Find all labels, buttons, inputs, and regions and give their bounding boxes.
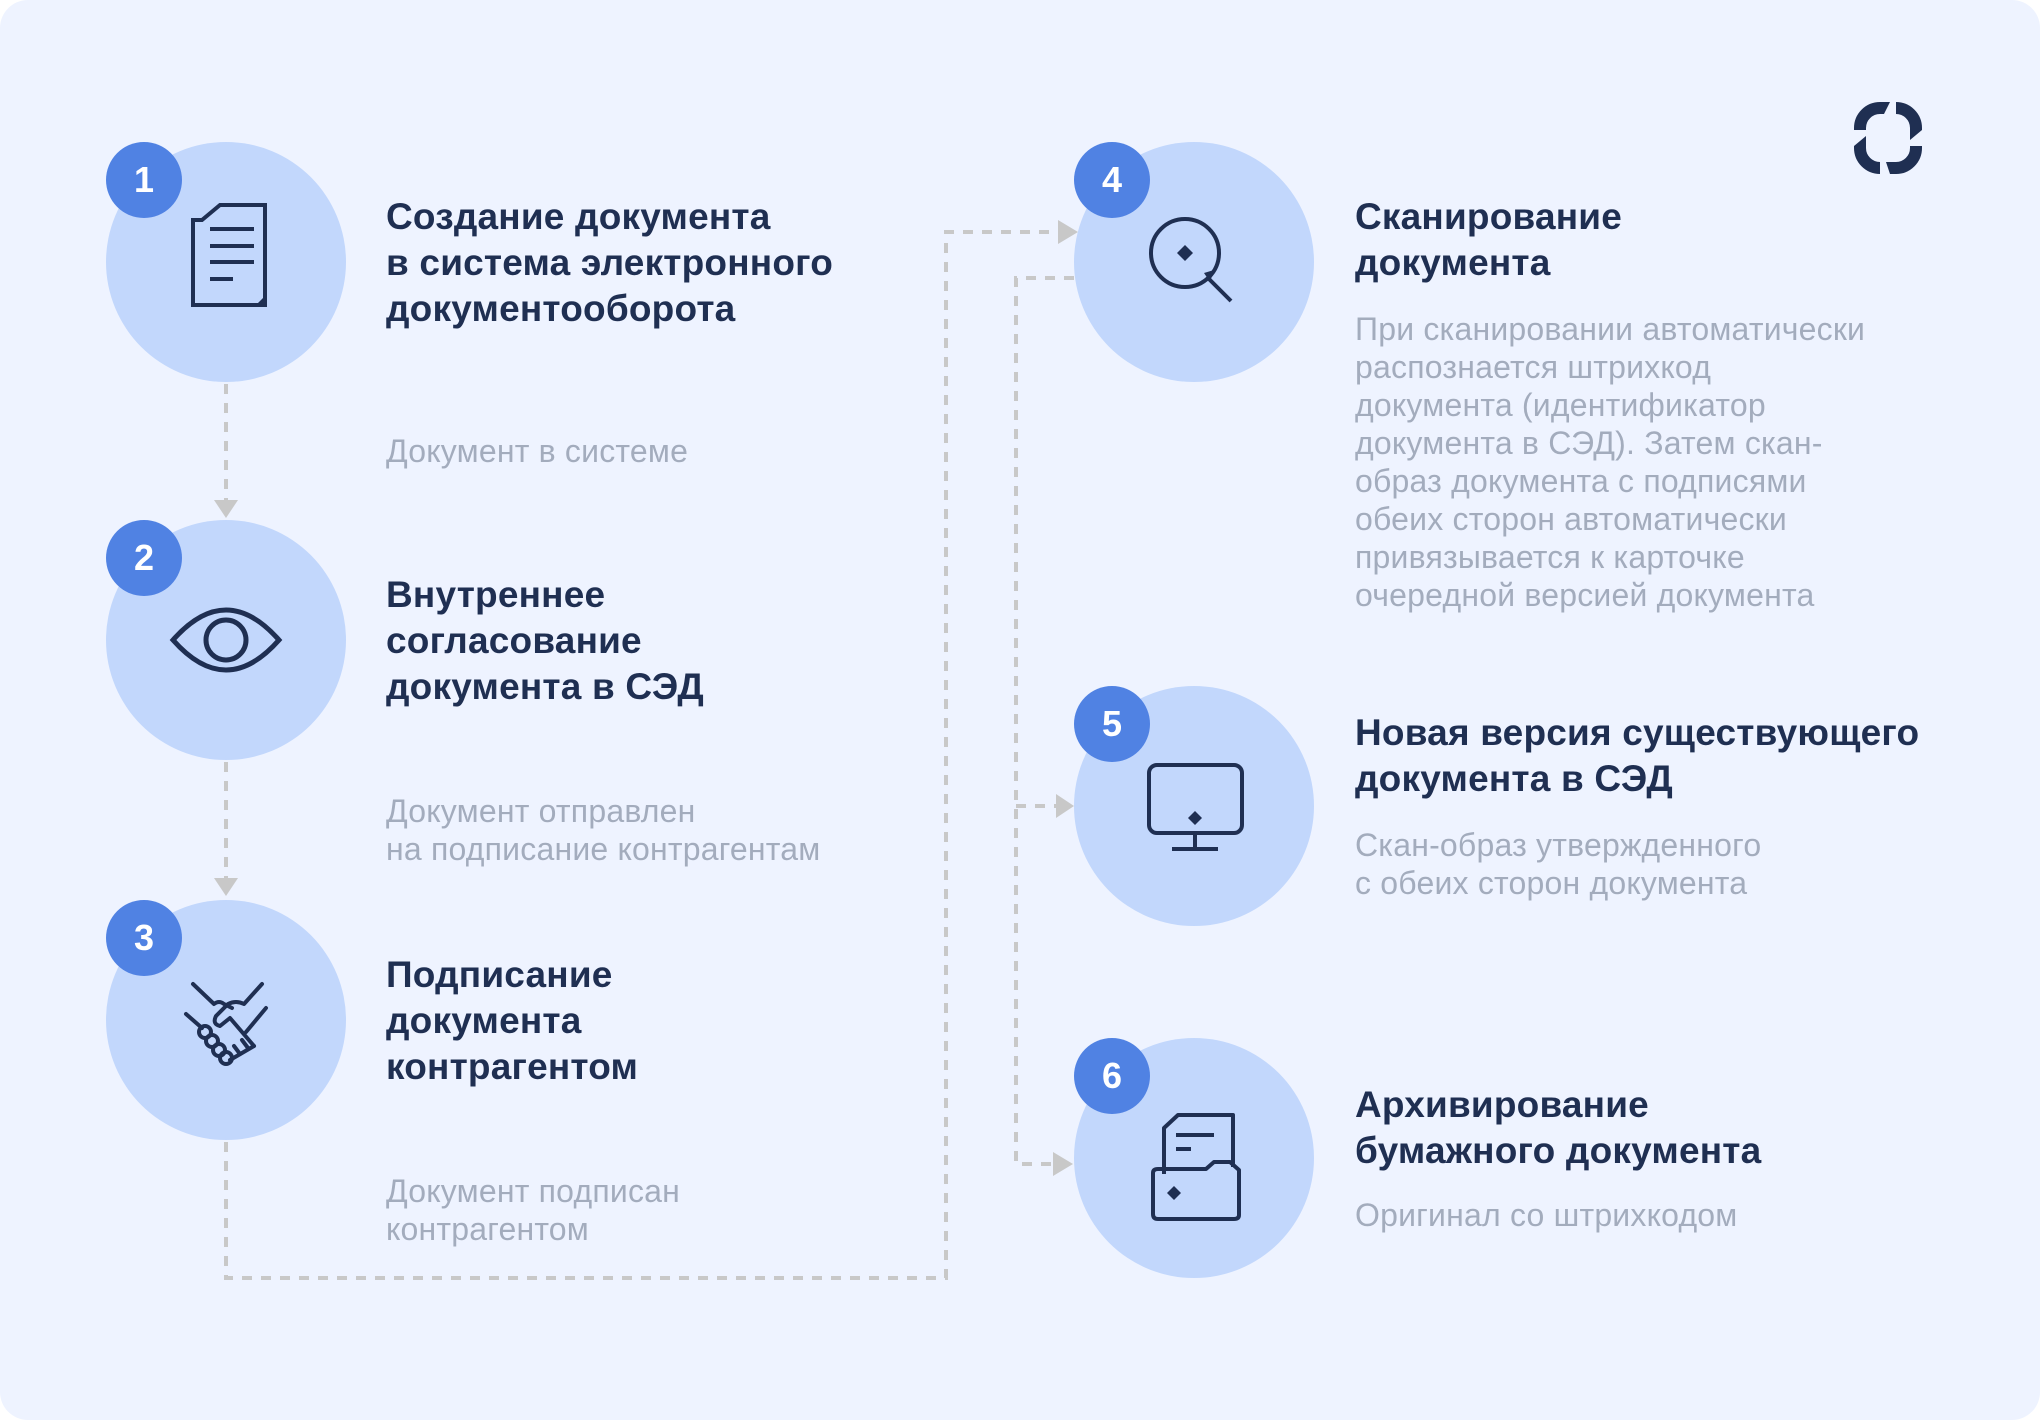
label-line: контрагентом: [386, 1211, 590, 1247]
monitor-icon: [1147, 763, 1244, 851]
title-line: бумажного документа: [1355, 1130, 1762, 1171]
description-line: Оригинал со штрихкодом: [1355, 1197, 1738, 1233]
step-6-badge: 6: [1074, 1038, 1150, 1114]
step-5-title: Новая версия существующего документа в С…: [1355, 710, 1919, 802]
document-icon: [191, 203, 267, 307]
step-2-badge: 2: [106, 520, 182, 596]
step-3-badge: 3: [106, 900, 182, 976]
description-line: При сканировании автоматически: [1355, 311, 1866, 347]
archive-folder-icon: [1151, 1113, 1241, 1221]
title-line: документа в СЭД: [386, 666, 704, 707]
title-line: Архивирование: [1355, 1084, 1649, 1125]
title-line: документа: [1355, 242, 1551, 283]
step-3-title: Подписание документа контрагентом: [386, 952, 638, 1090]
description-line: обеих сторон автоматически: [1355, 501, 1787, 537]
step-5-description: Скан-образ утвержденного с обеих сторон …: [1355, 826, 1761, 902]
step-6-description: Оригинал со штрихкодом: [1355, 1196, 1738, 1234]
label-line: Документ в системе: [386, 433, 689, 469]
magnifier-icon: [1149, 217, 1233, 303]
connector-3-4: [224, 230, 1056, 1280]
title-line: Внутреннее: [386, 574, 606, 615]
brand-logo-icon: [1854, 102, 1922, 174]
transition-1-2-label: Документ в системе: [386, 432, 688, 470]
step-4-badge: 4: [1074, 142, 1150, 218]
step-4-title: Сканирование документа: [1355, 194, 1622, 286]
eye-icon: [169, 607, 283, 673]
title-line: контрагентом: [386, 1046, 639, 1087]
connector-4-6: [1014, 276, 1074, 1166]
description-line: распознается штрихкод: [1355, 349, 1712, 385]
description-line: Скан-образ утвержденного: [1355, 827, 1762, 863]
transition-3-4-label: Документ подписан контрагентом: [386, 1172, 680, 1248]
label-line: Документ подписан: [386, 1173, 681, 1209]
title-line: документа: [386, 1000, 582, 1041]
description-line: документа (идентификатор: [1355, 387, 1766, 423]
description-line: образ документа с подписями: [1355, 463, 1807, 499]
arrow-down-icon: [214, 500, 238, 518]
step-2-circle: [106, 520, 346, 760]
title-line: в система электронного: [386, 242, 834, 283]
description-line: документа в СЭД). Затем скан-: [1355, 425, 1823, 461]
title-line: Подписание: [386, 954, 613, 995]
title-line: Сканирование: [1355, 196, 1623, 237]
arrow-right-icon: [1053, 1152, 1073, 1176]
title-line: Создание документа: [386, 196, 771, 237]
arrow-down-icon: [214, 878, 238, 896]
transition-2-3-label: Документ отправлен на подписание контраг…: [386, 792, 821, 868]
handshake-icon: [184, 982, 268, 1066]
step-2-title: Внутреннее согласование документа в СЭД: [386, 572, 704, 710]
title-line: документа в СЭД: [1355, 758, 1673, 799]
title-line: документооборота: [386, 288, 736, 329]
description-line: очередной версией документа: [1355, 577, 1815, 613]
title-line: Новая версия существующего: [1355, 712, 1920, 753]
label-line: Документ отправлен: [386, 793, 696, 829]
arrow-right-icon: [1056, 794, 1074, 818]
title-line: согласование: [386, 620, 642, 661]
label-line: на подписание контрагентам: [386, 831, 821, 867]
step-6-circle: [1074, 1038, 1314, 1278]
step-1-title: Создание документа в система электронног…: [386, 194, 833, 332]
step-4-description: При сканировании автоматически распознае…: [1355, 310, 1865, 614]
step-6-title: Архивирование бумажного документа: [1355, 1082, 1761, 1174]
description-line: с обеих сторон документа: [1355, 865, 1748, 901]
step-5-badge: 5: [1074, 686, 1150, 762]
description-line: привязывается к карточке: [1355, 539, 1745, 575]
step-1-badge: 1: [106, 142, 182, 218]
